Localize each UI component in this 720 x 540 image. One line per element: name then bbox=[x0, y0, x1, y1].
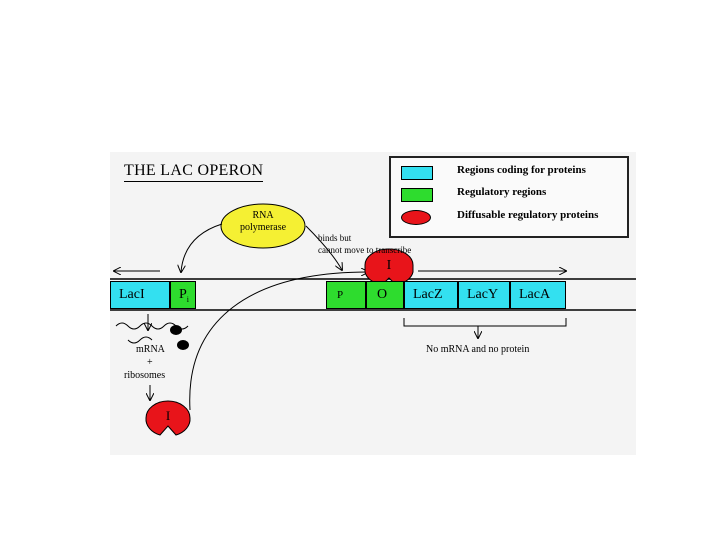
legend-item-proteins: Diffusable regulatory proteins bbox=[401, 207, 621, 227]
free-repressor-label: I bbox=[165, 408, 171, 423]
polymerase-to-p-arrow bbox=[305, 225, 342, 270]
plus-sign: + bbox=[147, 357, 153, 368]
ribosome-icon-2 bbox=[177, 340, 189, 350]
rna-polymerase-line1: RNA bbox=[252, 210, 274, 221]
laci-gene: LacI bbox=[110, 281, 170, 309]
ribosomes-label: ribosomes bbox=[124, 370, 166, 381]
pi-label: P bbox=[179, 287, 187, 302]
mrna-squiggle-2 bbox=[127, 336, 153, 344]
repressor-to-operator-arrow bbox=[189, 272, 368, 411]
pi-subscript: i bbox=[186, 294, 190, 304]
legend-swatch-coding bbox=[401, 166, 433, 180]
binds-note: binds but cannot move to transcribe bbox=[318, 232, 411, 256]
rna-polymerase-line2: polymerase bbox=[239, 222, 287, 233]
legend: Regions coding for proteins Regulatory r… bbox=[389, 156, 629, 238]
laca-gene: LacA bbox=[510, 281, 566, 309]
rna-polymerase-ellipse bbox=[220, 203, 306, 249]
binds-note-line2: cannot move to transcribe bbox=[318, 245, 412, 255]
rna-polymerase-text: RNA polymerase bbox=[221, 210, 305, 234]
ribosome-icon-1 bbox=[170, 325, 182, 335]
lacz-gene: LacZ bbox=[404, 281, 458, 309]
genes-bracket bbox=[403, 318, 567, 327]
no-mrna-label: No mRNA and no protein bbox=[426, 344, 530, 355]
legend-swatch-proteins bbox=[401, 210, 431, 225]
promoter-p: P bbox=[326, 281, 366, 309]
operator-o: O bbox=[366, 281, 404, 309]
legend-item-coding: Regions coding for proteins bbox=[401, 162, 621, 182]
pi-promoter: Pi bbox=[170, 281, 196, 309]
diagram-title: THE LAC OPERON bbox=[124, 162, 264, 182]
legend-label-proteins: Diffusable regulatory proteins bbox=[457, 209, 599, 221]
free-repressor-shape bbox=[145, 400, 191, 436]
legend-swatch-regulatory bbox=[401, 188, 433, 202]
legend-label-regulatory: Regulatory regions bbox=[457, 186, 547, 198]
mrna-label: mRNA bbox=[136, 344, 165, 355]
polymerase-to-pi-arrow bbox=[181, 223, 223, 272]
binds-note-line1: binds but bbox=[318, 233, 352, 243]
bound-repressor-label: I bbox=[386, 258, 392, 273]
lacy-gene: LacY bbox=[458, 281, 510, 309]
legend-label-coding: Regions coding for proteins bbox=[457, 164, 586, 176]
legend-item-regulatory: Regulatory regions bbox=[401, 184, 621, 204]
